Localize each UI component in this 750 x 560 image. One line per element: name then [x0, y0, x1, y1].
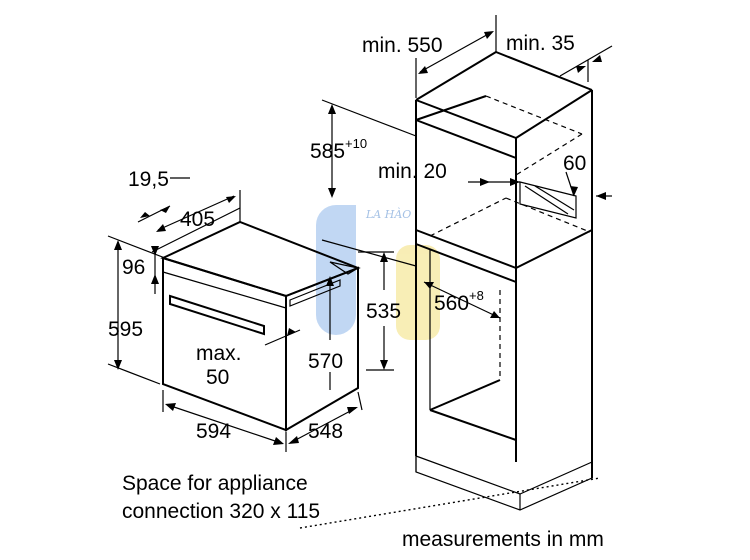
leader-line — [299, 477, 601, 529]
oven-drawing — [160, 220, 361, 432]
cabinet-dimensions — [321, 15, 613, 390]
label-60: 60 — [563, 152, 586, 175]
label-595: 595 — [108, 318, 143, 341]
label-570: 570 — [308, 350, 343, 373]
labels: min. 550 min. 35 585+10 min. 20 60 19,5 … — [108, 32, 604, 551]
label-560: 560+8 — [434, 288, 484, 315]
label-594: 594 — [196, 420, 231, 443]
units-note: measurements in mm — [402, 528, 604, 551]
label-min-35: min. 35 — [506, 32, 575, 55]
label-50: 50 — [206, 366, 229, 389]
label-405: 405 — [180, 208, 215, 231]
connection-note-line1: Space for appliance — [122, 472, 308, 495]
label-max: max. — [196, 342, 242, 365]
label-19-5: 19,5 — [128, 168, 169, 191]
label-96: 96 — [122, 256, 145, 279]
label-min-550: min. 550 — [362, 34, 443, 57]
watermark-text: LA HÀO — [365, 207, 411, 221]
cabinet-drawing — [415, 51, 593, 511]
label-548: 548 — [308, 420, 343, 443]
oven-dimensions — [107, 177, 363, 452]
connection-note-line2: connection 320 x 115 — [122, 500, 320, 523]
watermark-logo: LA HÀO — [316, 205, 440, 340]
label-min-20: min. 20 — [378, 160, 447, 183]
label-585: 585+10 — [310, 136, 367, 163]
label-535: 535 — [366, 300, 401, 323]
